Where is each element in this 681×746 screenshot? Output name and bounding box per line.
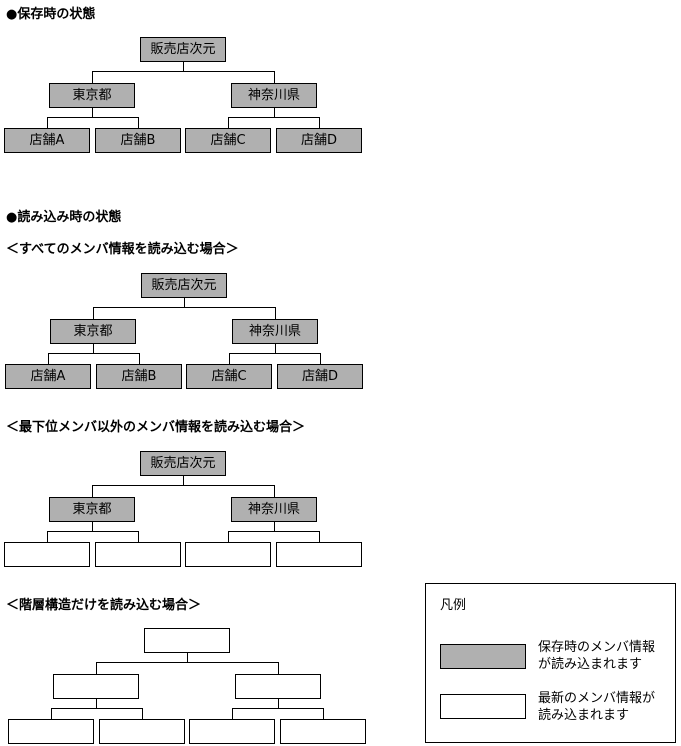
connector-line [183, 476, 184, 485]
connector-line [96, 662, 279, 663]
node-region: 東京都 [49, 83, 135, 108]
connector-line [274, 108, 275, 117]
heading-load-all: ＜すべてのメンバ情報を読み込む場合＞ [6, 242, 239, 257]
connector-line [319, 531, 320, 542]
connector-line [232, 708, 324, 709]
node-store: 店舗B [96, 364, 182, 389]
legend-text-filled: 保存時のメンバ情報 が読み込まれます [538, 639, 673, 673]
connector-line [142, 708, 143, 719]
connector-line [93, 307, 94, 319]
legend-text-empty-line-1: 最新のメンバ情報が [538, 691, 656, 706]
connector-line [92, 71, 93, 83]
connector-line [323, 708, 324, 719]
node-region [53, 674, 139, 699]
legend-text-empty: 最新のメンバ情報が 読み込まれます [538, 690, 673, 724]
connector-line [184, 298, 185, 307]
node-region [235, 674, 321, 699]
node-region: 東京都 [50, 319, 136, 344]
node-store: 店舗C [186, 364, 272, 389]
node-store [280, 719, 366, 744]
node-region: 東京都 [49, 497, 135, 522]
connector-line [138, 117, 139, 128]
connector-line [51, 708, 52, 719]
node-root: 販売店次元 [140, 451, 226, 476]
heading-load: ●読み込み時の状態 [6, 210, 122, 225]
node-store: 店舗B [95, 128, 181, 153]
legend-text-filled-line-2: が読み込まれます [538, 657, 643, 672]
connector-line [183, 62, 184, 71]
connector-line [96, 699, 97, 708]
connector-line [319, 117, 320, 128]
connector-line [275, 344, 276, 353]
heading-saved: ●保存時の状態 [6, 7, 96, 22]
connector-line [187, 653, 188, 662]
connector-line [92, 108, 93, 117]
connector-line [138, 531, 139, 542]
connector-line [320, 353, 321, 364]
connector-line [228, 117, 229, 128]
node-root: 販売店次元 [141, 273, 227, 298]
node-store [189, 719, 275, 744]
legend-box: 凡例 保存時のメンバ情報 が読み込まれます 最新のメンバ情報が 読み込まれます [425, 583, 676, 743]
connector-line [274, 522, 275, 531]
node-store [99, 719, 185, 744]
heading-load-structure: ＜階層構造だけを読み込む場合＞ [6, 598, 202, 613]
node-store [276, 542, 362, 567]
connector-line [274, 485, 275, 497]
node-store: 店舗C [185, 128, 271, 153]
connector-line [92, 485, 93, 497]
node-region: 神奈川県 [231, 83, 317, 108]
connector-line [48, 353, 140, 354]
node-root [144, 628, 230, 653]
connector-line [93, 344, 94, 353]
node-store [95, 542, 181, 567]
connector-line [47, 117, 139, 118]
node-store: 店舗D [276, 128, 362, 153]
connector-line [232, 708, 233, 719]
connector-line [228, 531, 229, 542]
connector-line [47, 531, 48, 542]
node-root: 販売店次元 [140, 37, 226, 62]
heading-load-non-leaf: ＜最下位メンバ以外のメンバ情報を読み込む場合＞ [6, 420, 306, 435]
connector-line [96, 662, 97, 674]
connector-line [92, 522, 93, 531]
node-store: 店舗D [277, 364, 363, 389]
connector-line [48, 353, 49, 364]
connector-line [51, 708, 143, 709]
connector-line [47, 531, 139, 532]
node-region: 神奈川県 [232, 319, 318, 344]
legend-title: 凡例 [440, 598, 467, 613]
connector-line [47, 117, 48, 128]
node-store: 店舗A [5, 364, 91, 389]
legend-text-empty-line-2: 読み込まれます [538, 708, 630, 723]
connector-line [228, 117, 320, 118]
connector-line [278, 662, 279, 674]
legend-swatch-filled [440, 644, 526, 669]
connector-line [275, 307, 276, 319]
node-store: 店舗A [4, 128, 90, 153]
connector-line [229, 353, 321, 354]
node-store [185, 542, 271, 567]
legend-text-filled-line-1: 保存時のメンバ情報 [538, 640, 656, 655]
legend-swatch-empty [440, 694, 526, 719]
node-store [4, 542, 90, 567]
connector-line [278, 699, 279, 708]
node-store [8, 719, 94, 744]
connector-line [228, 531, 320, 532]
connector-line [274, 71, 275, 83]
connector-line [92, 71, 275, 72]
connector-line [92, 485, 275, 486]
connector-line [139, 353, 140, 364]
connector-line [93, 307, 276, 308]
node-region: 神奈川県 [231, 497, 317, 522]
connector-line [229, 353, 230, 364]
